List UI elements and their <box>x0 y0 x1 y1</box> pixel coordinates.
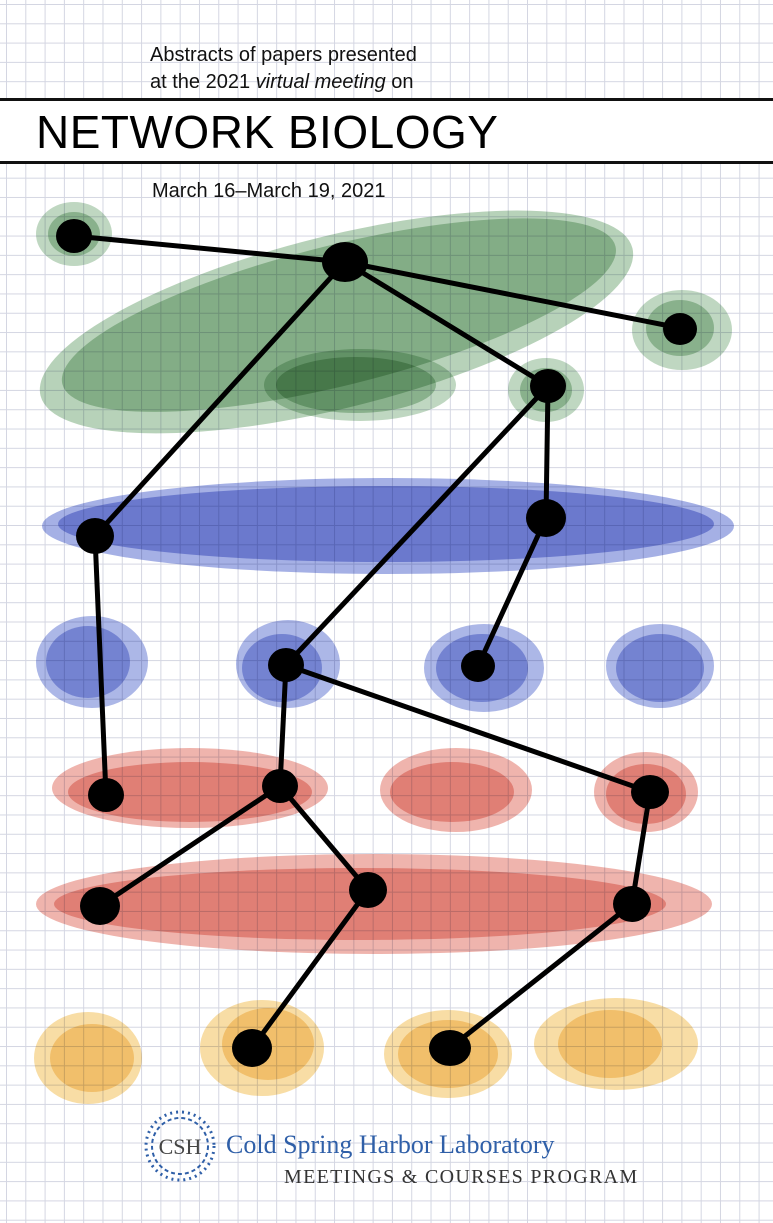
subtitle-line-1: Abstracts of papers presented <box>150 44 417 66</box>
subtitle-line-2: at the 2021 virtual meeting on <box>150 69 570 96</box>
edge <box>92 259 348 539</box>
node <box>663 313 697 345</box>
logo-text: CSH <box>159 1134 202 1159</box>
yellow-tier <box>34 998 698 1104</box>
node <box>88 778 124 812</box>
node <box>76 518 114 554</box>
edge <box>283 383 551 668</box>
edge <box>447 901 635 1051</box>
page-title: NETWORK BIOLOGY <box>36 106 499 158</box>
csh-logo-icon: CSH <box>144 1110 216 1182</box>
node <box>232 1029 272 1067</box>
edge <box>71 233 348 265</box>
green-tier <box>36 202 732 434</box>
subtitle-emphasis: virtual meeting <box>255 71 386 93</box>
lab-name: Cold Spring Harbor Laboratory <box>226 1130 555 1159</box>
edge <box>342 259 683 331</box>
edge <box>342 259 551 389</box>
network-edges <box>71 233 683 1051</box>
node <box>80 887 120 925</box>
node <box>461 650 495 682</box>
edge <box>283 662 653 795</box>
network-nodes <box>56 219 697 1067</box>
edge <box>92 533 109 798</box>
blue-tier <box>36 478 734 712</box>
node <box>530 369 566 403</box>
node <box>322 242 368 282</box>
edge <box>249 887 371 1051</box>
subtitle: Abstracts of papers presented at the 202… <box>150 42 570 96</box>
edge <box>277 783 371 893</box>
edge <box>629 789 653 907</box>
node <box>613 886 651 922</box>
node <box>262 769 298 803</box>
node <box>526 499 566 537</box>
edge <box>475 515 549 669</box>
green-blob-large <box>39 210 634 434</box>
title-band: NETWORK BIOLOGY <box>0 98 773 164</box>
node <box>631 775 669 809</box>
edge <box>97 783 283 909</box>
edge <box>543 383 551 521</box>
node <box>429 1030 471 1066</box>
subtitle-line-2-end: on <box>385 71 414 93</box>
subtitle-line-2-start: at the 2021 <box>150 71 256 93</box>
node <box>349 872 387 908</box>
meeting-dates: March 16–March 19, 2021 <box>152 180 386 202</box>
node <box>268 648 304 682</box>
program-name: MEETINGS & COURSES PROGRAM <box>284 1166 639 1188</box>
edge <box>277 662 289 789</box>
footer: CSH Cold Spring Harbor Laboratory MEETIN… <box>138 1104 698 1194</box>
node <box>56 219 92 253</box>
